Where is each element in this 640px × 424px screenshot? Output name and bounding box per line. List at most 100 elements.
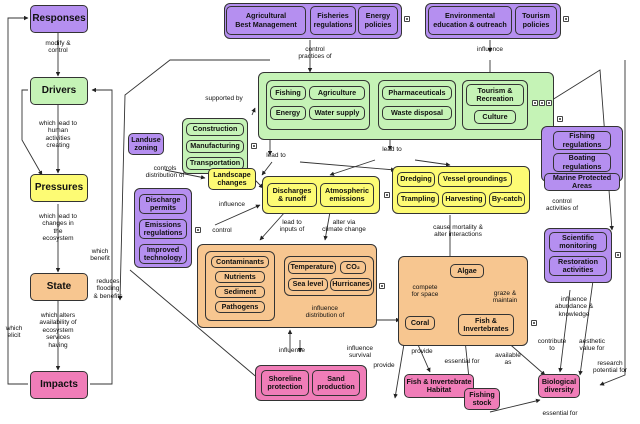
mpa-node[interactable]: Marine Protected Areas xyxy=(544,173,620,191)
fish-inv-node[interactable]: Fish & Invertebrates xyxy=(458,314,514,336)
expand-icon[interactable] xyxy=(539,100,545,106)
state-node[interactable]: State xyxy=(30,273,88,301)
fishing-node[interactable]: Fishing xyxy=(270,86,306,100)
label-influence-left: influence xyxy=(218,201,246,208)
harvesting-node[interactable]: Harvesting xyxy=(442,192,486,207)
label-control-activities: control activities of xyxy=(545,198,579,213)
fishing-stock-node[interactable]: Fishing stock xyxy=(464,388,500,410)
sand-node[interactable]: Sand production xyxy=(312,370,360,396)
agriculture-node[interactable]: Agriculture xyxy=(309,86,365,100)
discharge-permits-node[interactable]: Discharge permits xyxy=(139,194,187,214)
expand-icon[interactable] xyxy=(251,143,257,149)
culture-node[interactable]: Culture xyxy=(474,110,516,124)
emissions-regs-node[interactable]: Emissions regulations xyxy=(139,219,187,239)
expand-icon[interactable] xyxy=(532,100,538,106)
fishing-regs-node[interactable]: Fishing regulations xyxy=(553,131,611,150)
label-control-practices: control practices of xyxy=(298,46,332,61)
expand-icon[interactable] xyxy=(195,227,201,233)
coral-node[interactable]: Coral xyxy=(405,316,435,330)
expand-icon[interactable] xyxy=(404,16,410,22)
trampling-node[interactable]: Trampling xyxy=(397,192,439,207)
edge-leadto-pressures-left xyxy=(261,161,273,176)
edge-landuse-landscape xyxy=(164,169,206,180)
label-influence-top: influence xyxy=(476,46,504,53)
shoreline-node[interactable]: Shoreline protection xyxy=(261,370,309,396)
contaminants-node[interactable]: Contaminants xyxy=(211,256,269,268)
water-supply-node[interactable]: Water supply xyxy=(309,106,365,120)
discharges-node[interactable]: Discharges & runoff xyxy=(267,183,317,207)
label-controls-distribution: controls distribution of xyxy=(145,165,185,180)
fisheries-regs-node[interactable]: Fisheries regulations xyxy=(310,6,356,35)
edge-landscape-discharges xyxy=(254,179,264,189)
mpa-label: Marine Protected Areas xyxy=(552,173,612,190)
improved-tech-node[interactable]: Improved technology xyxy=(139,244,187,264)
edge-research xyxy=(599,60,626,386)
energy-policies-node[interactable]: Energy policies xyxy=(358,6,398,35)
atmospheric-node[interactable]: Atmospheric emissions xyxy=(320,183,374,207)
landscape-node[interactable]: Landscape changes xyxy=(208,168,256,190)
atmospheric-label: Atmospheric emissions xyxy=(325,185,369,203)
expand-icon[interactable] xyxy=(546,100,552,106)
sea-level-node[interactable]: Sea level xyxy=(288,278,328,291)
bycatch-node[interactable]: By-catch xyxy=(489,192,525,207)
sea-level-label: Sea level xyxy=(292,279,324,289)
expand-icon[interactable] xyxy=(615,252,621,258)
construction-node[interactable]: Construction xyxy=(186,123,244,136)
sci-monitoring-node[interactable]: Scientific monitoring xyxy=(549,232,607,252)
fish-inv-label: Fish & Invertebrates xyxy=(463,315,509,333)
responses-node[interactable]: Responses xyxy=(30,5,88,33)
nutrients-node[interactable]: Nutrients xyxy=(215,271,265,283)
agriculture-label: Agriculture xyxy=(317,87,357,97)
agri-bmp-node[interactable]: Agricultural Best Management xyxy=(226,6,306,35)
dredging-node[interactable]: Dredging xyxy=(397,172,435,187)
bio-diversity-label: Biological diversity xyxy=(541,376,577,394)
env-education-node[interactable]: Environmental education & outreach xyxy=(428,6,512,35)
tourism-label: Tourism & Recreation xyxy=(476,85,514,103)
label-cause-mortality: cause mortality & alter interactions xyxy=(433,224,483,239)
vessel-node[interactable]: Vessel groundings xyxy=(438,172,512,187)
expand-icon[interactable] xyxy=(379,283,385,289)
hurricanes-node[interactable]: Hurricanes xyxy=(330,278,372,291)
label-influence-survival: influence survival xyxy=(346,345,374,360)
landuse-node[interactable]: Landuse zoning xyxy=(128,133,164,155)
temperature-node[interactable]: Temperature xyxy=(288,261,336,274)
energy-node[interactable]: Energy xyxy=(270,106,306,120)
expand-icon[interactable] xyxy=(531,320,537,326)
sediment-node[interactable]: Sediment xyxy=(215,286,265,298)
edge-essential2 xyxy=(489,398,541,413)
algae-node[interactable]: Algae xyxy=(450,264,484,278)
habitat-node[interactable]: Fish & Invertebrate Habitat xyxy=(404,374,474,398)
label-compete: compete for space xyxy=(411,284,439,299)
expand-icon[interactable] xyxy=(557,116,563,122)
restoration-node[interactable]: Restoration activities xyxy=(549,256,607,276)
label-supported-by: supported by xyxy=(205,95,243,102)
restoration-label: Restoration activities xyxy=(558,256,598,274)
drivers-node[interactable]: Drivers xyxy=(30,77,88,105)
coral-label: Coral xyxy=(410,317,430,327)
impacts-node[interactable]: Impacts xyxy=(30,371,88,399)
label-state-alters: which alters availability of ecosystem s… xyxy=(39,312,77,349)
waste-disposal-node[interactable]: Waste disposal xyxy=(382,106,452,120)
waste-disposal-label: Waste disposal xyxy=(390,107,444,117)
fishing-label: Fishing xyxy=(275,87,301,97)
pharmaceuticals-node[interactable]: Pharmaceuticals xyxy=(382,86,452,100)
tourism-policies-label: Tourism policies xyxy=(522,11,550,29)
manufacturing-node[interactable]: Manufacturing xyxy=(186,140,244,153)
fisheries-regs-label: Fisheries regulations xyxy=(313,11,353,29)
tourism-node[interactable]: Tourism & Recreation xyxy=(466,84,524,106)
temperature-label: Temperature xyxy=(290,262,334,272)
sci-monitoring-label: Scientific monitoring xyxy=(559,232,597,250)
boating-regs-node[interactable]: Boating regulations xyxy=(553,153,611,172)
expand-icon[interactable] xyxy=(563,16,569,22)
co2-node[interactable]: CO₂ xyxy=(340,261,366,274)
culture-label: Culture xyxy=(482,111,508,121)
pressures-node[interactable]: Pressures xyxy=(30,174,88,202)
expand-icon[interactable] xyxy=(384,192,390,198)
bio-diversity-node[interactable]: Biological diversity xyxy=(538,374,580,398)
tourism-policies-node[interactable]: Tourism policies xyxy=(515,6,557,35)
label-research: research potential for xyxy=(593,360,627,375)
label-pressures-lead: which lead to changes in the ecosystem xyxy=(39,213,77,243)
transportation-node[interactable]: Transportation xyxy=(186,157,244,170)
transportation-label: Transportation xyxy=(189,158,241,168)
pathogens-node[interactable]: Pathogens xyxy=(215,301,265,313)
